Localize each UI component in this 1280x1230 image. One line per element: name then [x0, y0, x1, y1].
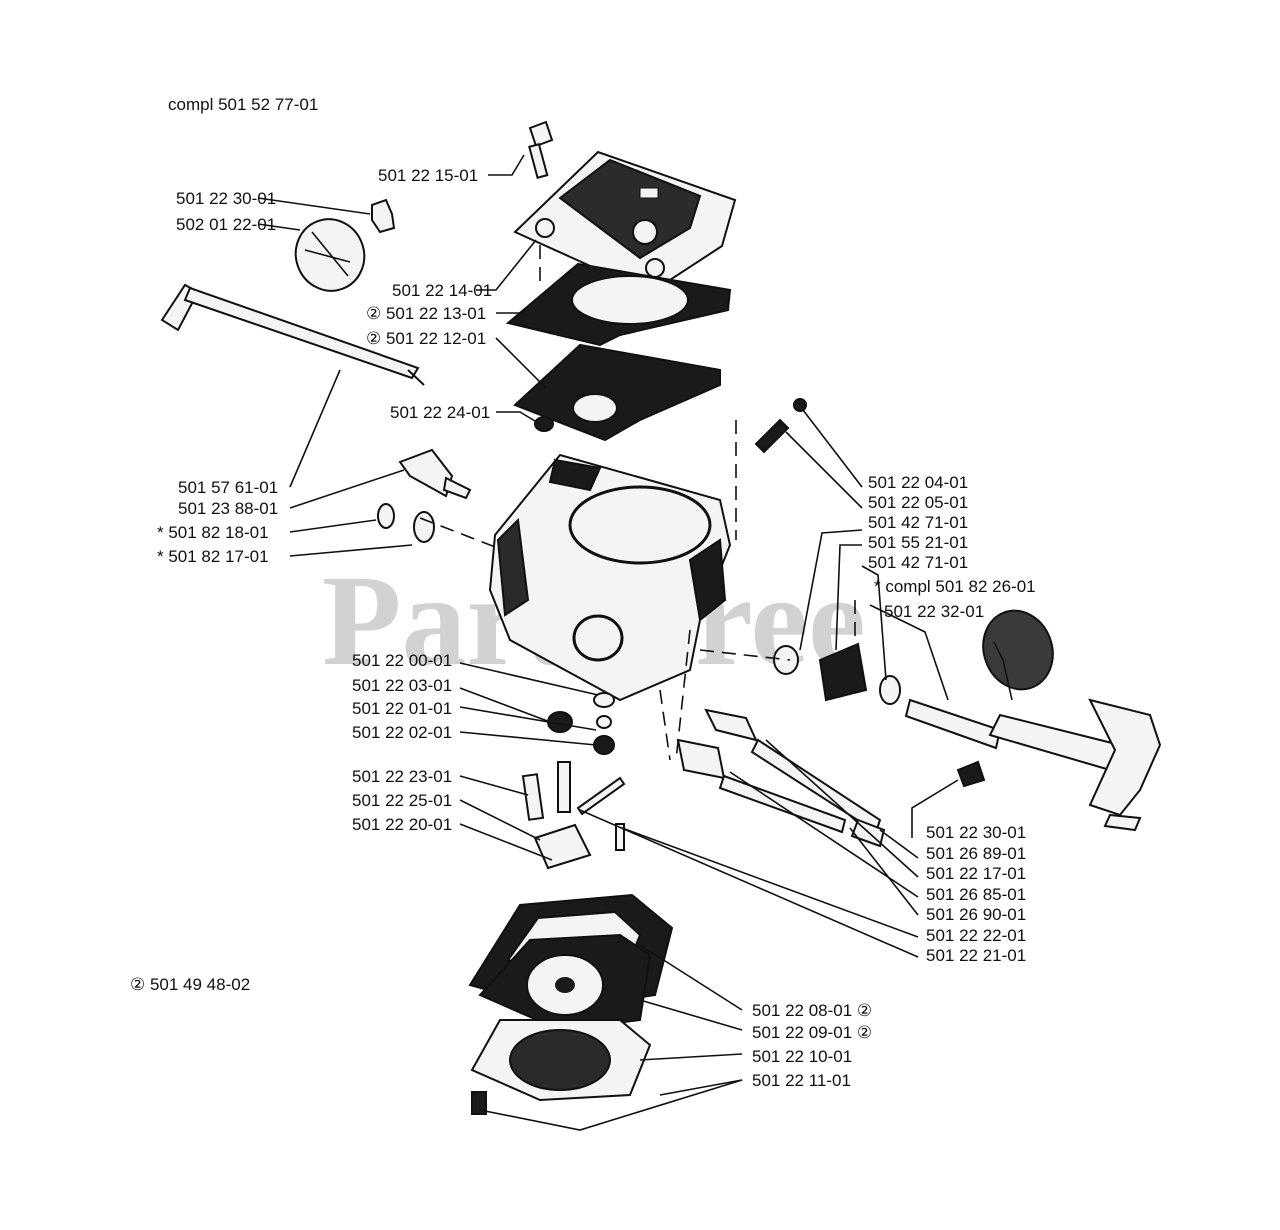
part-label: 501 22 17-01 — [926, 864, 1026, 883]
part-pump-diaphragm — [513, 343, 721, 442]
assembly-label: compl 501 52 77-01 — [168, 95, 318, 114]
part-small-gasket — [534, 416, 554, 432]
part-label: 501 22 01-01 — [352, 699, 452, 718]
part-label: * 501 82 18-01 — [157, 523, 269, 542]
part-adjust-spring-upper — [754, 398, 807, 454]
part-label: 501 22 15-01 — [378, 166, 478, 185]
part-label: 501 22 11-01 — [752, 1071, 851, 1090]
part-label: 501 22 00-01 — [352, 651, 452, 670]
part-label: 501 22 30-01 — [176, 189, 276, 208]
part-top-screw — [528, 120, 554, 179]
throttle-valve-lines — [304, 231, 351, 277]
part-label: 501 22 03-01 — [352, 676, 452, 695]
part-label: ② 501 22 13-01 — [366, 304, 486, 323]
part-metering-cover — [470, 1019, 652, 1102]
part-carburetor-body — [488, 453, 732, 702]
leader-lines — [257, 154, 1013, 1131]
part-throttle-shaft — [160, 283, 425, 386]
part-label: 501 22 32-01 — [884, 602, 984, 621]
part-label: 501 42 71-01 — [868, 513, 968, 532]
part-label: 501 23 88-01 — [178, 499, 278, 518]
part-choke-assembly — [773, 609, 1162, 832]
part-label: 501 57 61-01 — [178, 478, 278, 497]
part-label: 502 01 22-01 — [176, 215, 276, 234]
part-label: 501 22 30-01 — [926, 823, 1026, 842]
part-label: 501 22 05-01 — [868, 493, 968, 512]
part-label: ② 501 22 12-01 — [366, 329, 486, 348]
part-label: 501 55 21-01 — [868, 533, 968, 552]
part-label: 501 22 04-01 — [868, 473, 968, 492]
part-label: 501 26 90-01 — [926, 905, 1026, 924]
part-plug — [371, 198, 396, 234]
gasket-kit-label: ② 501 49 48-02 — [130, 975, 250, 994]
part-label: * compl 501 82 26-01 — [874, 577, 1036, 596]
part-label: 501 22 09-01 ② — [752, 1023, 872, 1042]
assembly-axes — [419, 245, 856, 761]
part-bottom-screw — [471, 1091, 487, 1115]
part-mixture-needles — [676, 708, 886, 848]
part-label: * 501 82 17-01 — [157, 547, 269, 566]
part-label: 501 22 25-01 — [352, 791, 452, 810]
part-label: 501 22 08-01 ② — [752, 1001, 872, 1020]
part-needle-valve-group — [521, 692, 626, 870]
part-fuel-inlet — [398, 448, 472, 500]
part-label: 501 26 85-01 — [926, 885, 1026, 904]
part-label: 501 22 10-01 — [752, 1047, 852, 1066]
part-label: 501 22 21-01 — [926, 946, 1026, 965]
part-metering-diaphragm — [478, 933, 652, 1032]
part-screen — [377, 503, 395, 529]
part-label: 501 22 23-01 — [352, 767, 452, 786]
part-label: 501 22 24-01 — [390, 403, 490, 422]
part-label: 501 22 22-01 — [926, 926, 1026, 945]
part-label: 501 22 14-01 — [392, 281, 492, 300]
part-pump-gasket — [505, 262, 732, 347]
part-label: 501 26 89-01 — [926, 844, 1026, 863]
part-label: 501 22 02-01 — [352, 723, 452, 742]
part-label: 501 22 20-01 — [352, 815, 452, 834]
part-washer — [413, 511, 435, 543]
part-label: 501 42 71-01 — [868, 553, 968, 572]
